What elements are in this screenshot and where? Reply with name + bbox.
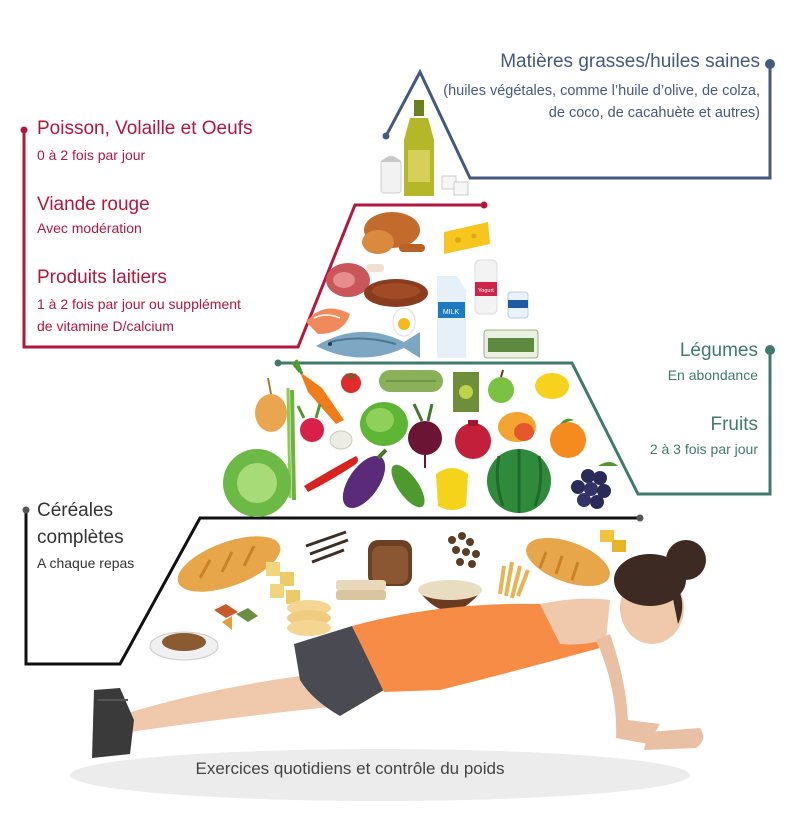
fish-poultry-eggs-title: Poisson, Volaille et Oeufs: [37, 118, 253, 139]
fish-icon: [316, 331, 420, 358]
tomato-icon: [341, 373, 361, 393]
cabbage-icon: [223, 449, 291, 517]
mango-icon: [498, 412, 536, 442]
lettuce-icon: [360, 402, 408, 446]
hummus-plate-icon: [149, 631, 219, 661]
lemon-icon: [535, 373, 569, 399]
carrot-icon: [290, 359, 344, 424]
produce-tier-outline: [274, 345, 775, 496]
olive-oil-bottle-icon: [404, 100, 434, 196]
watermelon-icon: [487, 449, 551, 513]
steak-icon: [364, 279, 428, 307]
red-meat-title: Viande rouge: [37, 194, 150, 215]
exercising-woman-illustration: [70, 540, 706, 801]
fruits-frequency: 2 à 3 fois par jour: [649, 441, 758, 457]
protein-tier-outline: [20, 126, 488, 349]
croissant-bread-icon: [526, 537, 610, 587]
crackers-icon: [600, 530, 626, 552]
margarine-tub-icon: [483, 329, 539, 359]
milk-carton-icon: MILK: [437, 276, 466, 358]
radish-icon: [296, 403, 324, 442]
exercise-caption: Exercices quotidiens et contrôle du poid…: [195, 759, 505, 778]
red-meat-frequency: Avec modération: [37, 220, 142, 236]
fats-tier-outline: [382, 59, 775, 180]
yellow-pepper-icon: [436, 468, 468, 510]
red-chili-icon: [304, 456, 358, 492]
fish-poultry-eggs-frequency: 0 à 2 fois par jour: [37, 147, 146, 163]
grapes-icon: [571, 462, 618, 509]
vegetables-title: Légumes: [679, 340, 758, 361]
pomegranate-icon: [455, 420, 491, 459]
pasta-icon: [266, 562, 300, 604]
green-apple-icon: [488, 369, 514, 403]
yogurt-cup-icon: [507, 291, 529, 319]
beetroot-icon: [408, 403, 442, 468]
vegetables-frequency: En abondance: [667, 367, 758, 383]
dairy-title: Produits laitiers: [37, 267, 167, 288]
pretzel-sticks-icon: [498, 561, 530, 599]
yogurt-label: Yogurt: [478, 288, 494, 294]
whole-grains-title-line1: Céréales: [37, 500, 114, 521]
egg-icon: [392, 307, 416, 337]
floor-shadow: [70, 749, 690, 801]
wild-rice-icon: [305, 530, 349, 564]
cucumber-icon: [391, 464, 425, 508]
yogurt-bottle-icon: Yogurt: [474, 259, 498, 315]
garlic-icon: [329, 430, 353, 450]
fats-title: Matières grasses/huiles saines: [500, 51, 760, 72]
fats-description: (huiles végétales, comme l’huile d’olive…: [443, 83, 760, 121]
apple-juice-box-icon: [453, 372, 479, 412]
zucchini-icon: [379, 370, 443, 392]
sliced-bread-icon: [336, 540, 412, 600]
dairy-frequency-line2: de vitamine D/calcium: [37, 318, 174, 334]
butter-cubes-icon: [441, 175, 469, 196]
salmon-steak-icon: [306, 308, 350, 334]
cheese-icon: [444, 222, 490, 254]
farfalle-pasta-icon: [214, 604, 258, 630]
eggplant-icon: [342, 448, 388, 509]
crackers-stack-icon: [287, 600, 331, 636]
baguette-icon: [177, 536, 281, 592]
fruits-title: Fruits: [710, 414, 759, 435]
dairy-frequency-line1: 1 à 2 fois par jour ou supplément: [37, 296, 241, 312]
whole-grains-frequency: A chaque repas: [37, 555, 135, 571]
roast-chicken-icon: [362, 212, 425, 254]
grains-tier-outline: [22, 506, 644, 666]
orange-icon: [550, 418, 586, 458]
beans-icon: [448, 532, 480, 568]
salt-shaker-icon: [380, 156, 402, 194]
ham-icon: [326, 263, 384, 297]
cereal-bowl-icon: [418, 580, 482, 611]
whole-grains-title-line2: complètes: [37, 527, 124, 548]
milk-label: MILK: [443, 309, 460, 316]
onion-icon: [255, 377, 287, 432]
